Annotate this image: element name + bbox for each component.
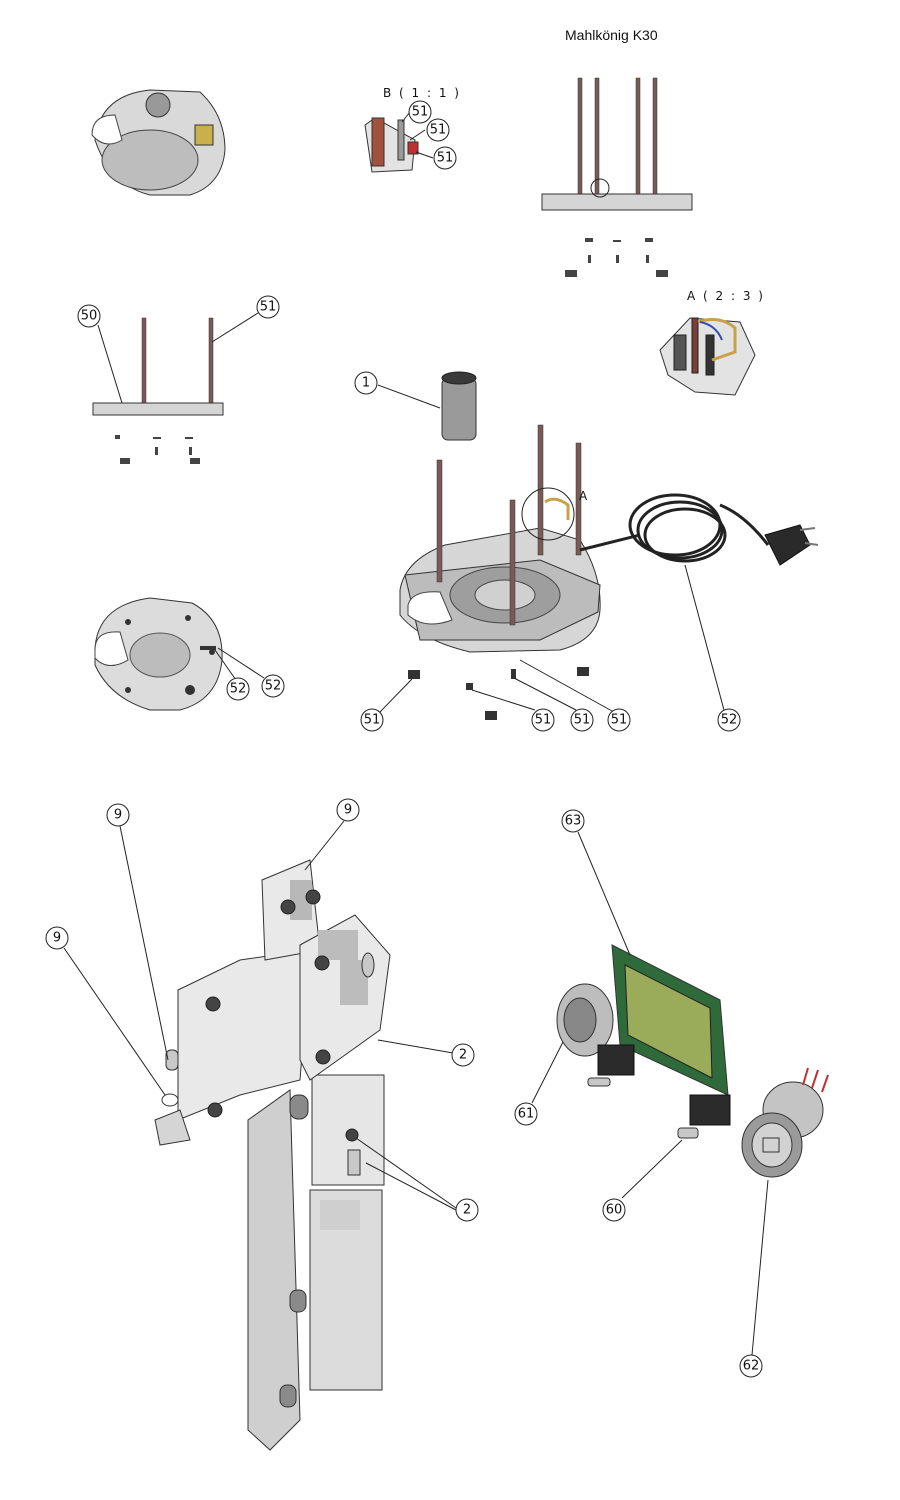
- callout-63: 63: [565, 814, 582, 829]
- electronics-assembly: 63 61 60 62: [514, 809, 829, 1378]
- diagram-title: Mahlkönig K30: [565, 27, 658, 43]
- callout-51-foot-c: 51: [574, 713, 591, 728]
- callout-9-b: 9: [344, 803, 352, 818]
- callout-50: 50: [81, 309, 98, 324]
- rod-plate-assembly-right: [541, 77, 693, 277]
- callout-51-foot-d: 51: [611, 713, 628, 728]
- capacitor: 1: [354, 371, 477, 441]
- bracket-assembly: 9 9 9 2 2: [45, 798, 479, 1451]
- callout-2-b: 2: [463, 1203, 471, 1218]
- callout-9-c: 9: [53, 931, 61, 946]
- callout-62: 62: [743, 1359, 760, 1374]
- callout-60: 60: [606, 1203, 623, 1218]
- callout-52-cord: 52: [721, 713, 738, 728]
- detail-b-label: B ( 1 : 1 ): [383, 86, 461, 100]
- callout-51-b1: 51: [412, 105, 429, 120]
- detail-a-marker: A: [579, 489, 589, 503]
- callout-51-foot-b: 51: [535, 713, 552, 728]
- callout-1: 1: [362, 376, 370, 391]
- callout-51-foot-a: 51: [364, 713, 381, 728]
- base-plate-bottom-view: 52 52: [94, 597, 285, 711]
- callout-52-a: 52: [230, 682, 247, 697]
- callout-9-a: 9: [114, 808, 122, 823]
- callout-52-b: 52: [265, 679, 282, 694]
- base-plate-top-view: [91, 89, 226, 196]
- callout-51-left-rod: 51: [260, 300, 277, 315]
- rod-plate-assembly-left: 50 51: [77, 295, 280, 464]
- detail-a: A ( 2 : 3 ): [659, 289, 765, 396]
- callout-51-b3: 51: [437, 151, 454, 166]
- callout-2-a: 2: [459, 1048, 467, 1063]
- detail-a-label: A ( 2 : 3 ): [687, 289, 765, 303]
- detail-b: B ( 1 : 1 ) 51 51 51: [364, 86, 461, 173]
- callout-51-b2: 51: [430, 123, 447, 138]
- main-base-assembly: A 51 51 51 51: [360, 424, 819, 732]
- callout-61: 61: [518, 1107, 535, 1122]
